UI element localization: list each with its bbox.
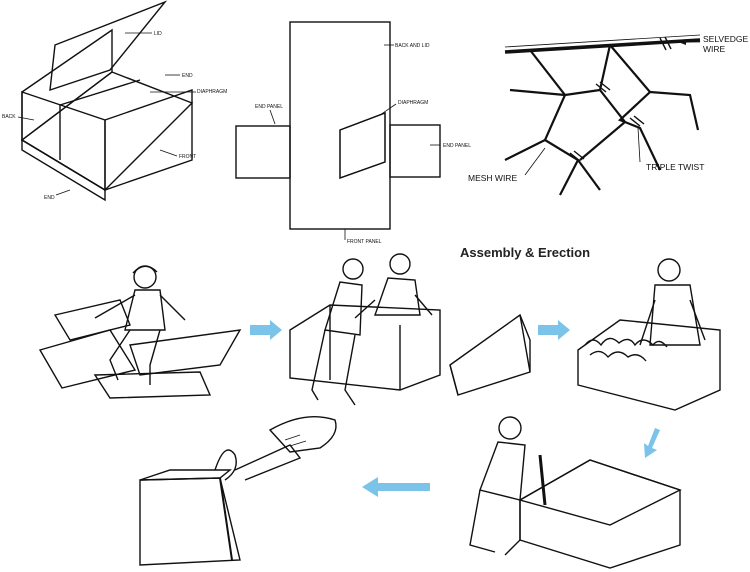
label-lid: LID (154, 31, 162, 37)
pliers (234, 444, 302, 481)
label-back: BACK (2, 114, 16, 120)
label-end-panel-left: END PANEL (255, 104, 283, 110)
step-lacing-illustration (139, 415, 337, 566)
label-mesh-wire: MESH WIRE (468, 173, 517, 183)
label-end-top: END (182, 73, 193, 79)
label-front-panel: FRONT PANEL (347, 239, 382, 245)
arrow-right-2 (538, 320, 570, 340)
arrow-right-1 (250, 320, 282, 340)
mesh-detail-illustration: SELVEDGE WIRE MESH WIRE TRIPLE TWIST (468, 34, 749, 196)
label-diaphragm: DIAPHRAGM (197, 89, 227, 95)
label-end-bottom: END (44, 195, 55, 201)
box-front-face (21, 91, 106, 192)
step-close-illustration (469, 416, 682, 569)
right-end-panel (389, 124, 441, 178)
assembly-title: Assembly & Erection (460, 245, 590, 260)
flat-layout-illustration: BACK AND LID END PANEL DIAPHRAGM END PAN… (235, 21, 471, 245)
label-triple-twist: TRIPLE TWIST (646, 162, 704, 172)
left-end-panel (235, 125, 291, 179)
label-diaphragm-flat: DIAPHRAGM (398, 100, 428, 106)
label-selvedge-1: SELVEDGE (703, 34, 749, 44)
diaphragm-line (59, 79, 141, 106)
label-end-panel-right: END PANEL (443, 143, 471, 149)
arrow-down (644, 428, 660, 458)
gabion-box-illustration: LID END DIAPHRAGM BACK FRONT END (2, 0, 227, 202)
step-assemble-illustration (289, 253, 441, 406)
box-end-face (104, 89, 193, 191)
selvedge-wire (504, 38, 701, 54)
step-fill-illustration (577, 258, 721, 411)
label-front: FRONT (179, 154, 196, 160)
triple-twist-marks (569, 36, 672, 162)
box-lid (49, 0, 168, 92)
step-wedge-illustration (449, 313, 531, 396)
arrow-left (362, 477, 430, 497)
step-unfold-illustration (38, 265, 242, 399)
label-selvedge-2: WIRE (703, 44, 726, 54)
hand (268, 415, 337, 453)
mesh-wire-path-1 (529, 49, 580, 196)
diaphragm-panel (339, 112, 386, 179)
label-back-and-lid: BACK AND LID (395, 43, 430, 49)
